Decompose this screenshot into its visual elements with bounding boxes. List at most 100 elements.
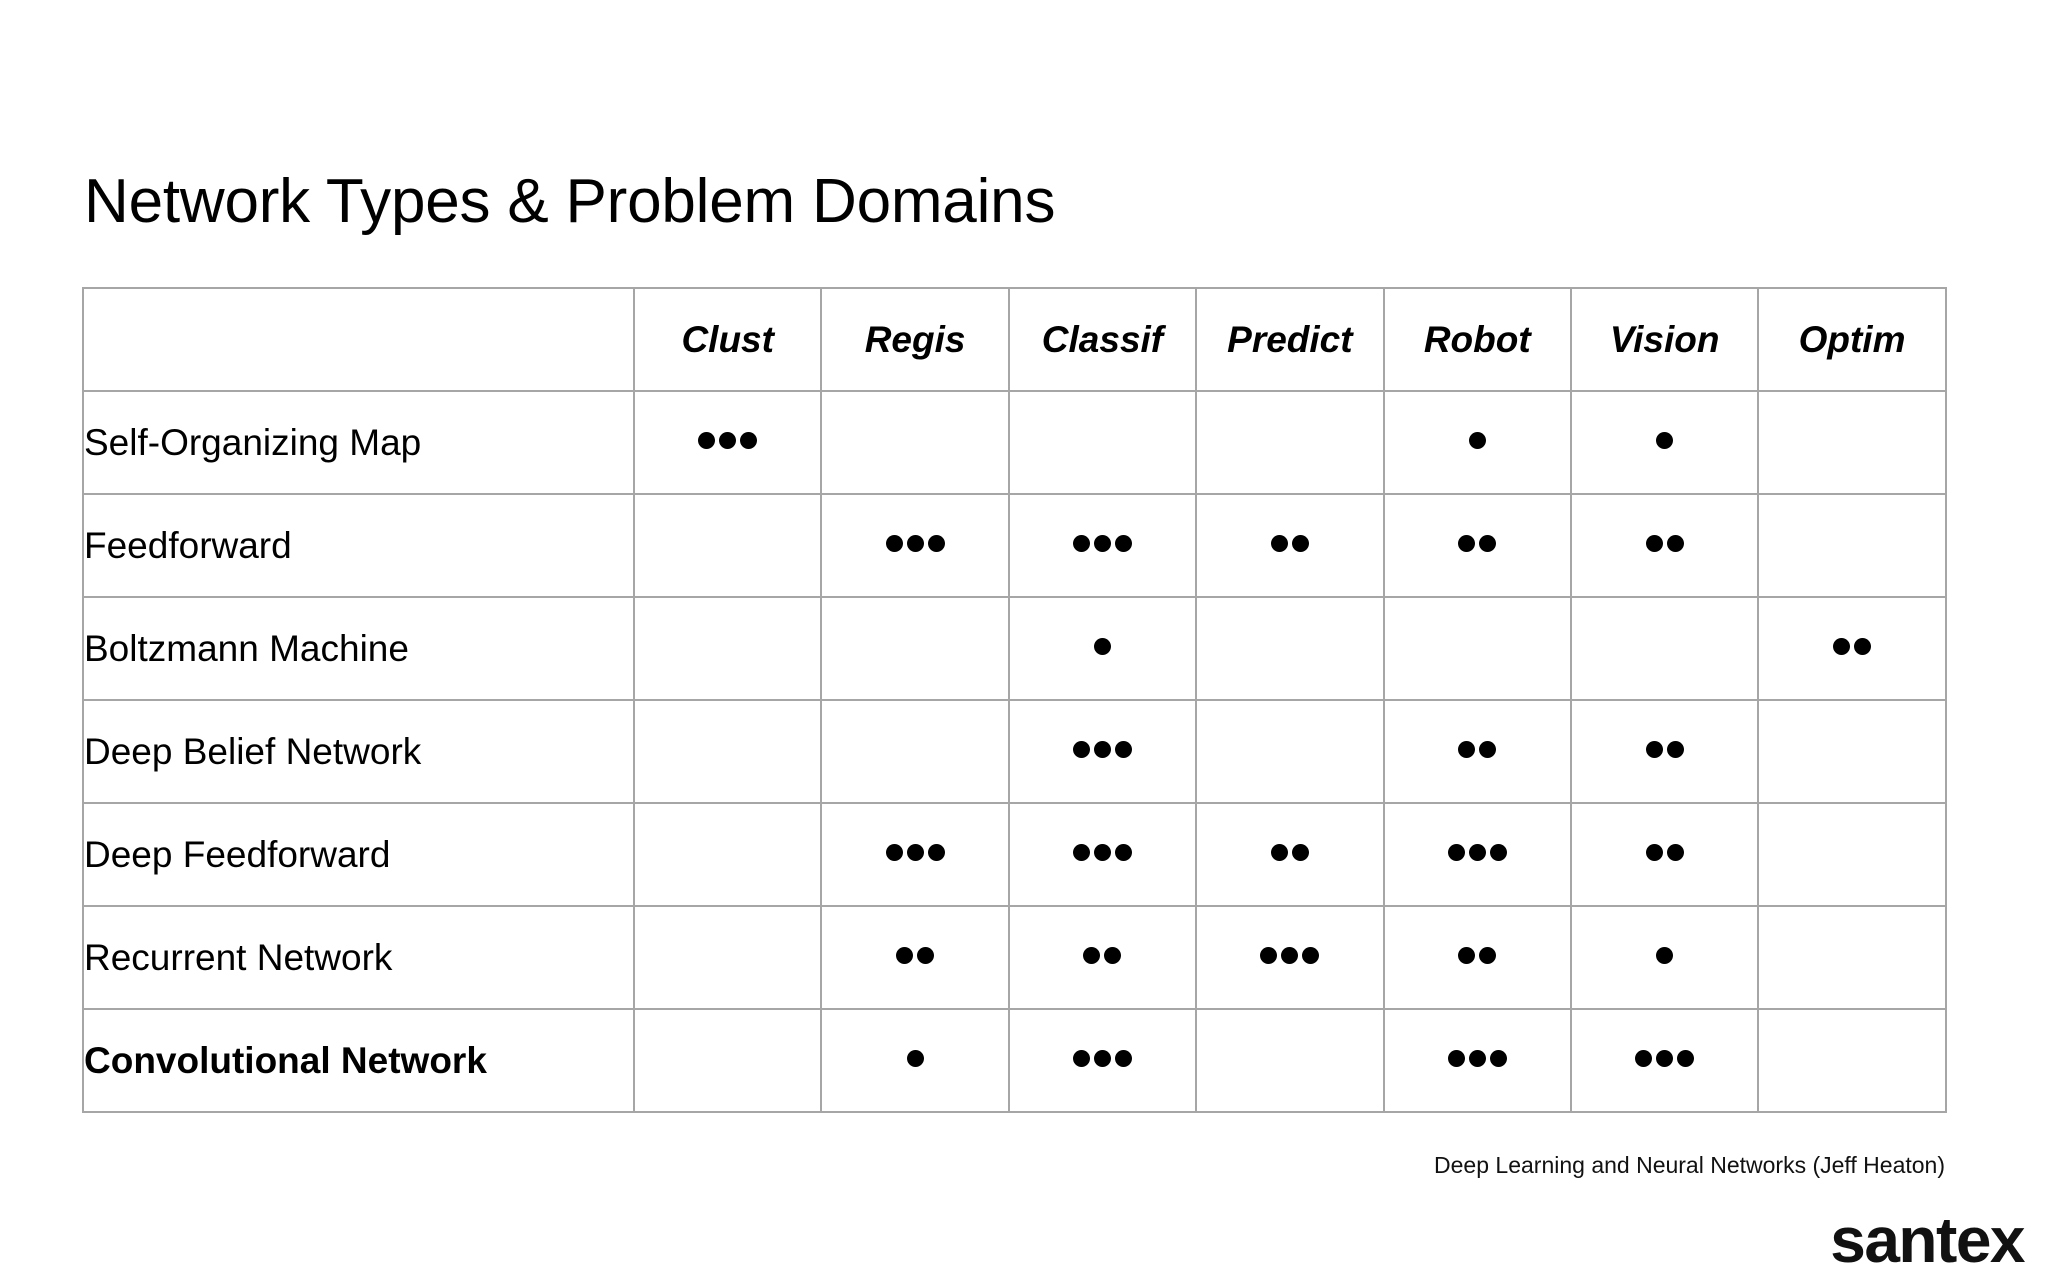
page-title: Network Types & Problem Domains: [84, 166, 1056, 236]
row-label: Deep Feedforward: [82, 802, 635, 907]
rating-cell: [1195, 1008, 1385, 1113]
rating-cell: [1382, 596, 1572, 701]
rating-dots-2: [1270, 534, 1309, 552]
filled-dot-icon: [1072, 843, 1090, 861]
column-header-robot: Robot: [1382, 287, 1572, 392]
filled-dot-icon: [1114, 534, 1132, 552]
rating-cell: [1195, 699, 1385, 804]
filled-dot-icon: [906, 534, 924, 552]
rating-cell: [1569, 1008, 1760, 1113]
filled-dot-icon: [1656, 431, 1674, 449]
row-label: Recurrent Network: [82, 905, 635, 1010]
rating-dots-2: [1458, 946, 1497, 964]
rating-dots-3: [1072, 740, 1132, 758]
rating-dots-3: [1072, 1049, 1132, 1067]
rating-cell: [820, 905, 1010, 1010]
rating-cell: [1569, 802, 1760, 907]
column-header-classif: Classif: [1007, 287, 1198, 392]
filled-dot-icon: [1270, 843, 1288, 861]
filled-dot-icon: [1656, 946, 1674, 964]
row-label: Convolutional Network: [82, 1008, 635, 1113]
row-label: Boltzmann Machine: [82, 596, 635, 701]
rating-dots-2: [1645, 843, 1684, 861]
table-row: Deep Belief Network: [82, 699, 1947, 804]
rating-cell: [1382, 493, 1572, 598]
filled-dot-icon: [1833, 637, 1851, 655]
filled-dot-icon: [1645, 534, 1663, 552]
rating-cell: [1195, 802, 1385, 907]
rating-cell: [632, 493, 823, 598]
rating-dots-2: [896, 946, 935, 964]
filled-dot-icon: [1093, 740, 1111, 758]
table-row: Deep Feedforward: [82, 802, 1947, 907]
filled-dot-icon: [1114, 843, 1132, 861]
rating-cell: [1757, 699, 1947, 804]
rating-dots-2: [1458, 740, 1497, 758]
filled-dot-icon: [740, 431, 758, 449]
rating-dots-1: [1093, 637, 1111, 655]
rating-dots-3: [1072, 843, 1132, 861]
filled-dot-icon: [1291, 534, 1309, 552]
table-row: Convolutional Network: [82, 1008, 1947, 1113]
rating-cell: [1007, 390, 1198, 495]
filled-dot-icon: [1656, 1049, 1674, 1067]
rating-dots-2: [1083, 946, 1122, 964]
source-attribution: Deep Learning and Neural Networks (Jeff …: [1434, 1152, 1945, 1178]
rating-cell: [1757, 905, 1947, 1010]
filled-dot-icon: [1489, 1049, 1507, 1067]
rating-dots-3: [1447, 1049, 1507, 1067]
rating-dots-3: [885, 843, 945, 861]
filled-dot-icon: [1260, 946, 1278, 964]
filled-dot-icon: [1479, 740, 1497, 758]
column-header-optim: Optim: [1757, 287, 1947, 392]
filled-dot-icon: [885, 534, 903, 552]
filled-dot-icon: [1666, 740, 1684, 758]
rating-cell: [632, 1008, 823, 1113]
rating-cell: [1007, 699, 1198, 804]
row-label: Feedforward: [82, 493, 635, 598]
filled-dot-icon: [1083, 946, 1101, 964]
rating-cell: [1569, 699, 1760, 804]
rating-dots-2: [1270, 843, 1309, 861]
filled-dot-icon: [1489, 843, 1507, 861]
rating-cell: [1382, 699, 1572, 804]
filled-dot-icon: [1093, 843, 1111, 861]
rating-cell: [1757, 390, 1947, 495]
column-header-clust: Clust: [632, 287, 823, 392]
rating-cell: [1007, 596, 1198, 701]
rating-cell: [1382, 802, 1572, 907]
filled-dot-icon: [1479, 534, 1497, 552]
rating-cell: [1007, 493, 1198, 598]
table-row: Recurrent Network: [82, 905, 1947, 1010]
filled-dot-icon: [1114, 1049, 1132, 1067]
rating-cell: [1382, 1008, 1572, 1113]
rating-cell: [1007, 1008, 1198, 1113]
table-row: Boltzmann Machine: [82, 596, 1947, 701]
filled-dot-icon: [1104, 946, 1122, 964]
filled-dot-icon: [1458, 740, 1476, 758]
filled-dot-icon: [1677, 1049, 1695, 1067]
rating-dots-1: [906, 1049, 924, 1067]
rating-cell: [1195, 596, 1385, 701]
filled-dot-icon: [1447, 1049, 1465, 1067]
filled-dot-icon: [1458, 946, 1476, 964]
filled-dot-icon: [1302, 946, 1320, 964]
filled-dot-icon: [1635, 1049, 1653, 1067]
rating-cell: [1757, 493, 1947, 598]
filled-dot-icon: [1666, 534, 1684, 552]
rating-cell: [1569, 390, 1760, 495]
rating-dots-3: [885, 534, 945, 552]
rating-cell: [1007, 802, 1198, 907]
rating-cell: [820, 1008, 1010, 1113]
row-label: Self-Organizing Map: [82, 390, 635, 495]
rating-cell: [632, 905, 823, 1010]
filled-dot-icon: [1072, 534, 1090, 552]
filled-dot-icon: [1114, 740, 1132, 758]
filled-dot-icon: [906, 843, 924, 861]
rating-cell: [632, 596, 823, 701]
rating-dots-3: [1072, 534, 1132, 552]
filled-dot-icon: [1291, 843, 1309, 861]
rating-dots-3: [698, 431, 758, 449]
filled-dot-icon: [1458, 534, 1476, 552]
